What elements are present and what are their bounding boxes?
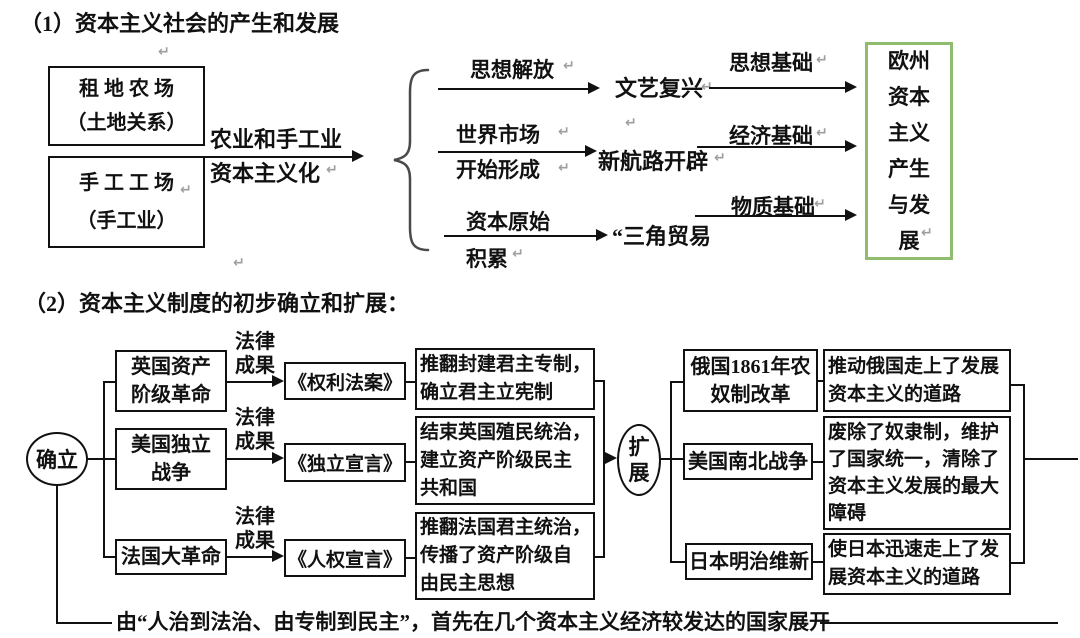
- connector-line: [813, 561, 823, 563]
- process-label: 农业和手工业资本主义化: [210, 127, 343, 186]
- return-mark-icon: ↵: [233, 255, 245, 271]
- farm-box: 租 地 农 场（土地关系）: [48, 66, 205, 146]
- return-mark-icon: ↵: [816, 125, 828, 141]
- return-mark-icon: ↵: [625, 115, 637, 131]
- return-mark-icon: ↵: [816, 52, 828, 68]
- cause-label-capital-accumulation: 资本原始积累: [466, 210, 550, 271]
- return-mark-icon: ↵: [158, 44, 170, 60]
- connector-line: [818, 380, 823, 382]
- footer-line-right: [820, 622, 1058, 624]
- result-box-russia: 推动俄国走上了发展资本主义的道路: [823, 349, 1011, 412]
- legal-result-label: 法律成果: [235, 407, 275, 453]
- event-box-american-independence: 美国独立战争: [115, 428, 227, 490]
- footer-label: 由“人治到法治、由专制到民主”，首先在几个资本主义经济较发达的国家展开: [116, 610, 830, 634]
- return-mark-icon: ↵: [701, 79, 713, 95]
- result-box-us-civil-war: 废除了奴隶制，维护了国家统一，清除了资本主义发展的最大障碍: [823, 416, 1011, 530]
- result-box-japan: 使日本迅速走上了发展资本主义的道路: [823, 533, 1011, 595]
- bracket-line: [603, 380, 605, 558]
- connector-line: [406, 381, 415, 383]
- event-box-meiji-restoration: 日本明治维新: [685, 543, 813, 580]
- event-box-english-revolution: 英国资产阶级革命: [115, 350, 227, 412]
- connector-line: [695, 215, 845, 217]
- event-label-triangle-trade: “三角贸易: [612, 224, 712, 249]
- outcome-box-france: 推翻法国君主统治，传播了资产阶级自由民主思想: [415, 512, 595, 600]
- connector-line: [438, 88, 588, 90]
- return-mark-icon: ↵: [180, 182, 192, 198]
- connector-line: [670, 381, 683, 383]
- basis-label-economic: 经济基础: [729, 124, 813, 148]
- connector-line: [603, 458, 606, 460]
- connector-line: [1023, 458, 1078, 460]
- return-mark-icon: ↵: [563, 58, 575, 74]
- arrowhead-icon: [272, 550, 284, 562]
- document-box-bill-of-rights: 《权利法案》: [284, 362, 406, 400]
- bracket-line: [1023, 384, 1025, 564]
- arrowhead-icon: [845, 209, 857, 221]
- event-label-renaissance: 文艺复兴: [615, 76, 704, 101]
- legal-result-label: 法律成果: [235, 331, 275, 377]
- connector-line: [56, 486, 58, 623]
- connector-line: [87, 458, 115, 460]
- arrowhead-icon: [596, 229, 608, 241]
- arrowhead-icon: [272, 375, 284, 387]
- outcome-box-england: 推翻封建君主专制，确立君主立宪制: [415, 348, 595, 410]
- outcome-box-america: 结束英国殖民统治，建立资产阶级民主共和国: [415, 416, 595, 505]
- arrowhead-icon: [845, 81, 857, 93]
- process-arrow-line: [205, 156, 352, 158]
- arrowhead-icon: [585, 145, 597, 157]
- connector-line: [103, 556, 115, 558]
- arrowhead-icon: [845, 140, 857, 152]
- establish-oval: 确立: [26, 432, 88, 486]
- connector-line: [438, 151, 585, 153]
- return-mark-icon: ↵: [558, 160, 570, 176]
- connector-line: [406, 461, 415, 463]
- connector-line: [227, 381, 272, 383]
- connector-line: [227, 556, 272, 558]
- brace-icon: [393, 68, 430, 252]
- connector-line: [595, 380, 603, 382]
- expand-trunk-line: [670, 381, 672, 562]
- return-mark-icon: ↵: [714, 150, 726, 166]
- workshop-box: 手 工 工 场（手工业）: [48, 156, 205, 248]
- arrowhead-icon: [272, 452, 284, 464]
- connector-line: [103, 381, 115, 383]
- event-box-french-revolution: 法国大革命: [115, 539, 227, 575]
- connector-line: [709, 87, 845, 89]
- connector-line: [1011, 562, 1023, 564]
- arrowhead-icon: [352, 150, 364, 162]
- event-label-new-routes: 新航路开辟: [598, 149, 709, 174]
- cause-label-world-market: 世界市场开始形成: [456, 123, 540, 182]
- document-box-declaration-of-independence: 《独立宣言》: [284, 443, 406, 482]
- expand-oval: 扩展: [617, 424, 661, 496]
- connector-line: [670, 561, 685, 563]
- connector-line: [661, 458, 683, 460]
- connector-line: [227, 458, 272, 460]
- section2-title: （2）资本主义制度的初步确立和扩展：: [24, 291, 410, 316]
- arrowhead-icon: [605, 452, 617, 464]
- return-mark-icon: ↵: [326, 162, 338, 178]
- connector-line: [1011, 384, 1023, 386]
- legal-result-label: 法律成果: [235, 506, 275, 552]
- europe-result-box: 欧州资本主义产生与发展: [865, 42, 953, 260]
- connector-line: [697, 146, 845, 148]
- connector-line: [813, 461, 823, 463]
- connector-line: [444, 235, 596, 237]
- event-box-us-civil-war: 美国南北战争: [683, 443, 813, 480]
- return-mark-icon: ↵: [921, 225, 933, 241]
- return-mark-icon: ↵: [512, 246, 524, 262]
- arrowhead-icon: [588, 82, 600, 94]
- event-box-russia-reform: 俄国1861年农奴制改革: [683, 349, 818, 412]
- document-box-declaration-of-rights-of-man: 《人权宣言》: [284, 539, 406, 577]
- return-mark-icon: ↵: [558, 124, 570, 140]
- cause-label-thought: 思想解放: [470, 58, 554, 82]
- establish-trunk-line: [103, 381, 105, 558]
- basis-label-thought: 思想基础: [729, 51, 813, 75]
- return-mark-icon: ↵: [814, 196, 826, 212]
- connector-line: [406, 557, 415, 559]
- connector-line: [595, 556, 603, 558]
- section1-title: （1）资本主义社会的产生和发展: [20, 11, 340, 36]
- footer-line-left: [56, 622, 112, 624]
